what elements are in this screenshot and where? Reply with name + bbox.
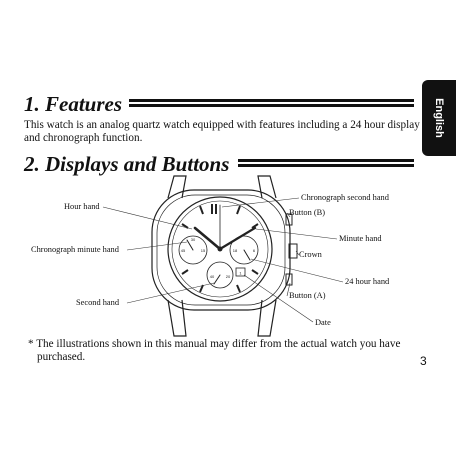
- watch-dial: [167, 196, 273, 302]
- subdial-left: [178, 235, 208, 265]
- leader-hour-hand: [102, 206, 193, 230]
- watch-case: [151, 189, 291, 311]
- language-tab: English: [422, 80, 456, 156]
- label-date: Date: [315, 318, 331, 327]
- label-chrono-minute-hand: Chronograph minute hand: [31, 245, 119, 254]
- features-paragraph: This watch is an analog quartz watch equ…: [24, 119, 420, 144]
- label-button-a: Button (A): [289, 291, 326, 300]
- label-24-hour-hand: 24 hour hand: [345, 277, 390, 286]
- leader-chrono-second-hand: [221, 197, 300, 208]
- leader-crown: [295, 250, 300, 256]
- leader-chrono-minute-hand: [126, 241, 188, 251]
- subdial-right: [229, 235, 259, 265]
- date-window: [235, 267, 246, 277]
- lower-right-lug: [257, 299, 277, 337]
- label-chrono-second-hand: Chronograph second hand: [301, 193, 389, 202]
- leader-minute-hand: [255, 228, 338, 240]
- subdial-numeral: 20: [226, 274, 231, 279]
- upper-right-lug: [257, 175, 277, 199]
- leader-date: [243, 274, 314, 323]
- upper-left-lug: [167, 175, 187, 199]
- hour-hand-shape: [193, 226, 222, 251]
- leader-24-hour-hand: [250, 258, 344, 283]
- language-tab-label: English: [433, 98, 445, 138]
- second-hand-shape: [213, 274, 221, 285]
- subdial-numeral: 40: [210, 274, 215, 279]
- leader-button-b: [286, 212, 291, 218]
- subdial-numeral: 15: [201, 248, 206, 253]
- leader-button-a: [286, 282, 291, 297]
- button-a-shape: [285, 273, 293, 286]
- minute-hand-shape: [218, 226, 257, 251]
- heading-rule: [238, 159, 414, 167]
- label-minute-hand: Minute hand: [339, 234, 382, 243]
- subdial-numeral: 30: [191, 237, 196, 242]
- illustration-note: * The illustrations shown in this manual…: [28, 338, 401, 363]
- page-number: 3: [420, 354, 427, 368]
- heading-rule: [129, 99, 414, 107]
- subdial-numeral: 6: [253, 248, 256, 253]
- label-hour-hand: Hour hand: [64, 202, 100, 211]
- section-heading-displays: 2. Displays and Buttons: [24, 152, 230, 176]
- hour24-hand-shape: [243, 249, 251, 261]
- leader-second-hand: [126, 282, 215, 304]
- label-button-b: Button (B): [289, 208, 326, 217]
- label-second-hand: Second hand: [76, 298, 120, 307]
- button-b-shape: [285, 213, 293, 226]
- subdial-bottom: [206, 261, 234, 289]
- section-heading-features: 1. Features: [24, 92, 123, 116]
- subdial-numeral: 18: [233, 248, 238, 253]
- date-value: 1: [239, 271, 242, 276]
- subdial-numeral: 45: [181, 248, 186, 253]
- crown-shape: [288, 243, 298, 259]
- lower-left-lug: [167, 299, 187, 337]
- watch-illustration: 30 45 15 18 6 40 20 1: [102, 175, 344, 337]
- chrono-minute-hand-shape: [186, 239, 194, 251]
- label-crown: Crown: [299, 250, 322, 259]
